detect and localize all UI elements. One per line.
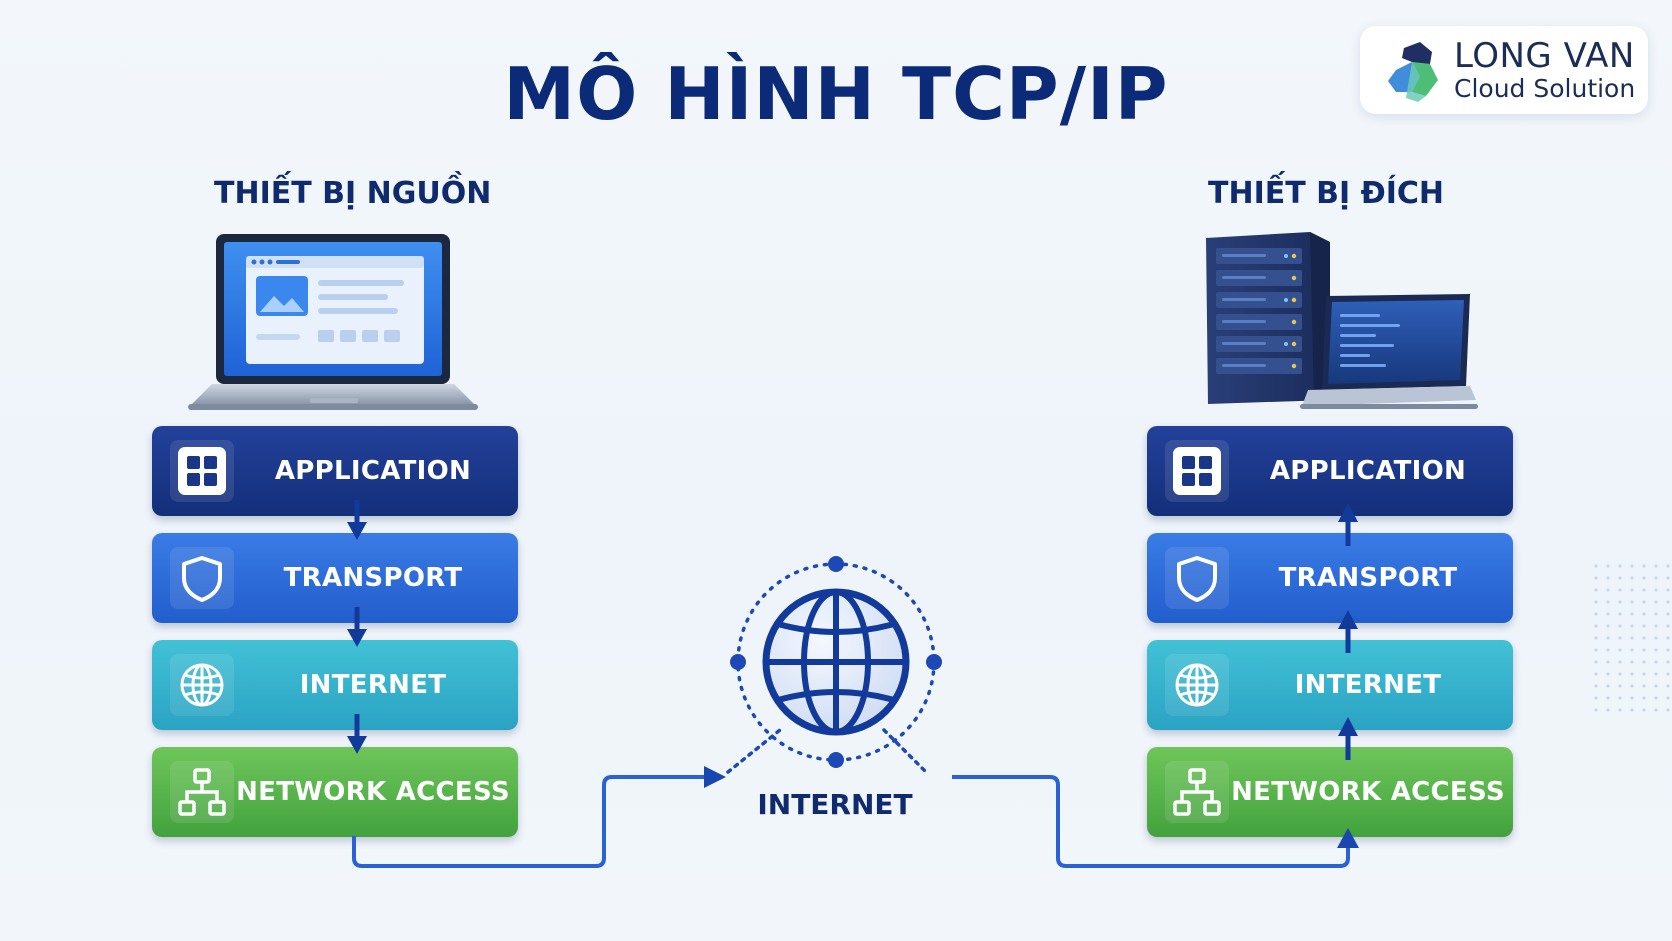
layer-label: NETWORK ACCESS — [1231, 777, 1505, 807]
destination-application-layer: APPLICATION — [1147, 426, 1513, 516]
logo-brand-name: LONG VAN — [1454, 36, 1635, 76]
source-internet-layer: INTERNET — [152, 640, 518, 730]
layer-label: INTERNET — [299, 670, 447, 700]
laptop-icon — [188, 234, 478, 410]
source-layer-stack: APPLICATION TRANSPORT INTER — [152, 426, 518, 837]
source-down-arrows — [347, 500, 367, 754]
server-and-laptop-icon — [1206, 232, 1478, 409]
source-device-label: THIẾT BỊ NGUỒN — [214, 176, 492, 211]
arrow-up-icon — [1338, 503, 1358, 546]
destination-transport-layer: TRANSPORT — [1147, 533, 1513, 623]
company-logo: LONG VAN Cloud Solution — [1360, 26, 1648, 114]
arrow-down-icon — [347, 607, 367, 647]
destination-device-label: THIẾT BỊ ĐÍCH — [1208, 176, 1445, 211]
internet-globe-icon — [730, 556, 942, 768]
destination-layer-stack: APPLICATION TRANSPORT INTER — [1147, 426, 1513, 837]
layer-label: NETWORK ACCESS — [236, 777, 510, 807]
network-tree-icon — [170, 761, 234, 823]
layer-label: APPLICATION — [274, 456, 472, 486]
internet-label: INTERNET — [757, 788, 913, 821]
arrow-up-icon — [1337, 828, 1359, 848]
destination-up-arrows — [1338, 503, 1358, 760]
logo-mark-icon — [1388, 42, 1438, 102]
page-title: MÔ HÌNH TCP/IP — [503, 52, 1169, 136]
shield-icon — [1165, 547, 1229, 609]
network-tree-icon — [1165, 761, 1229, 823]
layer-label: TRANSPORT — [1278, 563, 1458, 593]
layer-label: INTERNET — [1294, 670, 1442, 700]
destination-internet-layer: INTERNET — [1147, 640, 1513, 730]
destination-network-access-layer: NETWORK ACCESS — [1147, 747, 1513, 837]
source-transport-layer: TRANSPORT — [152, 533, 518, 623]
decorative-dot-pattern — [1590, 560, 1670, 720]
app-grid-icon — [1165, 440, 1229, 502]
arrow-up-icon — [1338, 610, 1358, 653]
arrow-right-icon — [704, 766, 726, 788]
layer-label: APPLICATION — [1269, 456, 1467, 486]
globe-icon — [170, 654, 234, 716]
app-grid-icon — [170, 440, 234, 502]
arrow-down-icon — [347, 714, 367, 754]
globe-icon — [1165, 654, 1229, 716]
source-network-access-layer: NETWORK ACCESS — [152, 747, 518, 837]
source-application-layer: APPLICATION — [152, 426, 518, 516]
internet-to-destination-path — [882, 728, 1359, 868]
shield-icon — [170, 547, 234, 609]
logo-tagline: Cloud Solution — [1454, 74, 1636, 103]
layer-label: TRANSPORT — [283, 563, 463, 593]
arrow-up-icon — [1338, 717, 1358, 760]
arrow-down-icon — [347, 500, 367, 540]
